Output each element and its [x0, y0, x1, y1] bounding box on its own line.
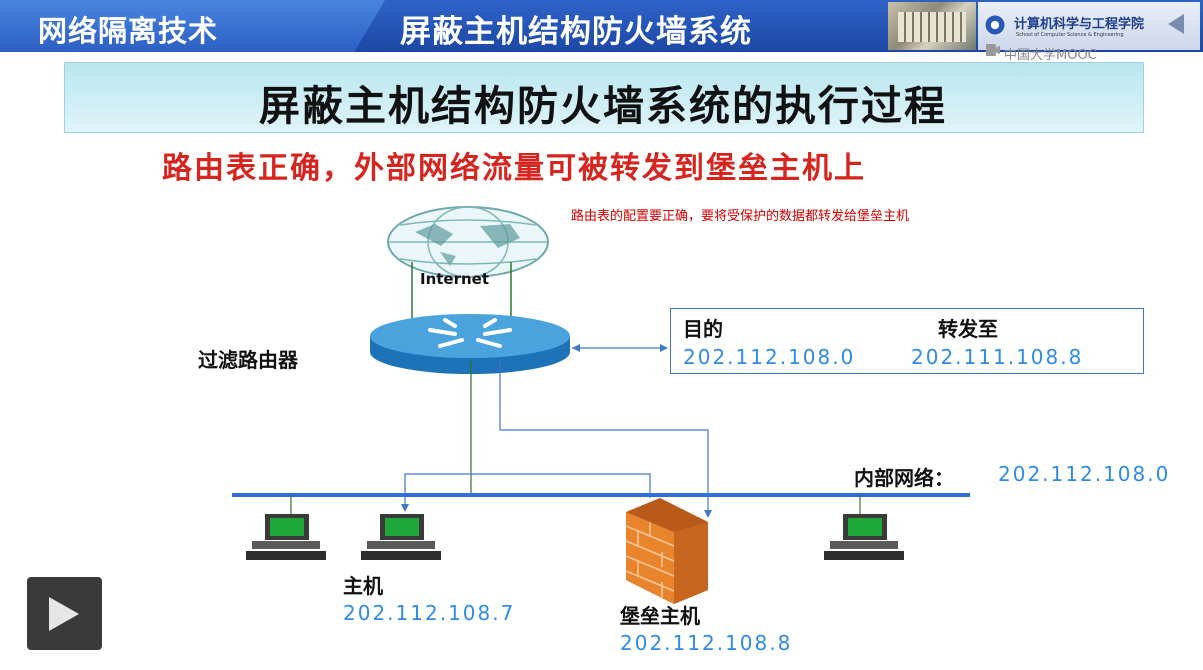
school-name: 计算机科学与工程学院 — [1014, 17, 1145, 32]
routing-table-forward-value: 202.111.108.8 — [911, 345, 1084, 369]
host-computer-icon — [361, 514, 441, 560]
slide-topic-title: 屏蔽主机结构防火墙系统 — [400, 14, 752, 50]
filter-router-label: 过滤路由器 — [198, 348, 298, 372]
workstation-icon-1 — [246, 514, 326, 560]
internal-network-label: 内部网络： — [854, 466, 954, 490]
host-ip: 202.112.108.7 — [343, 601, 516, 625]
routing-table-header-destination: 目的 — [683, 317, 723, 341]
host-label: 主机 — [343, 574, 383, 598]
bastion-host-ip: 202.112.108.8 — [620, 631, 793, 655]
routing-table-destination-value: 202.112.108.0 — [683, 345, 856, 369]
section-tab — [0, 0, 385, 52]
play-button[interactable] — [27, 577, 102, 650]
slide-subtitle: 路由表正确，外部网络流量可被转发到堡垒主机上 — [162, 151, 866, 186]
routing-table-header-forward-to: 转发至 — [938, 317, 998, 341]
bastion-host-label: 堡垒主机 — [620, 604, 700, 628]
internal-network-address: 202.112.108.0 — [998, 462, 1171, 486]
filter-router-icon — [370, 314, 570, 374]
platform-watermark: 中国大学MOOC — [1004, 48, 1097, 63]
routing-table-box — [670, 308, 1144, 374]
course-section-title: 网络隔离技术 — [38, 14, 219, 48]
school-emblem-icon — [984, 14, 1006, 36]
internet-globe-icon — [387, 206, 549, 278]
school-logo-box — [978, 2, 1200, 50]
title-band — [64, 62, 1144, 133]
red-annotation: 路由表的配置要正确，要将受保护的数据都转发给堡垒主机 — [571, 209, 910, 224]
school-subtitle: School of Computer Science & Engineering — [1016, 32, 1124, 38]
workstation-icon-2 — [824, 514, 904, 560]
internet-label: Internet — [420, 270, 490, 288]
speaker-icon — [1168, 14, 1184, 34]
play-icon — [49, 597, 79, 631]
slide-title: 屏蔽主机结构防火墙系统的执行过程 — [259, 82, 947, 130]
campus-building-photo — [888, 2, 976, 50]
bastion-firewall-icon — [625, 498, 708, 604]
